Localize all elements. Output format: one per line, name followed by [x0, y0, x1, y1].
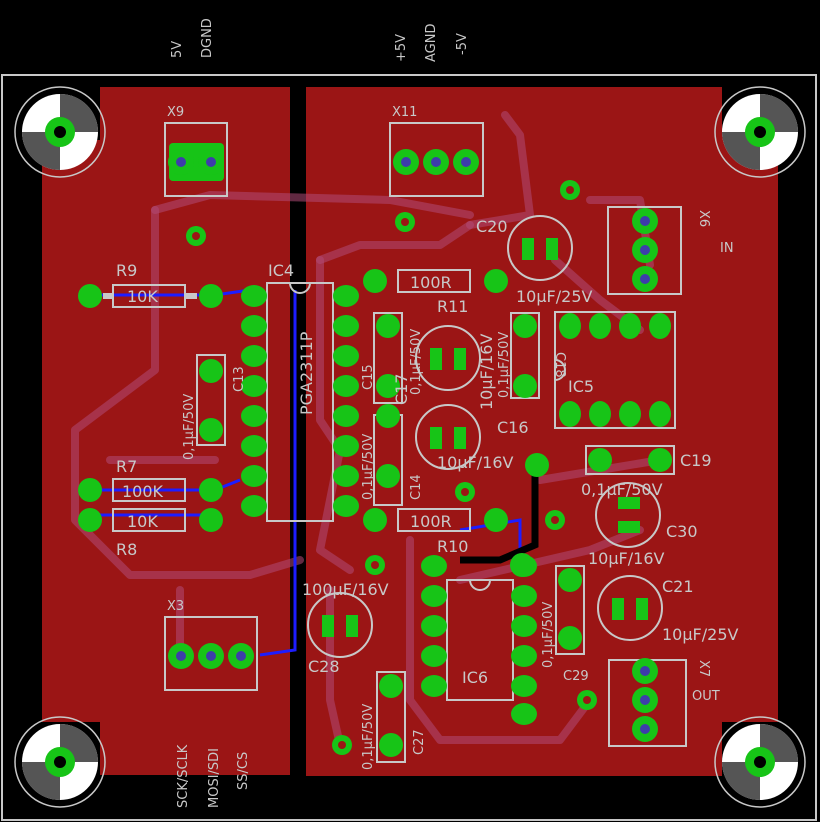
resistor-r10-label: R10: [437, 537, 468, 556]
resistor-r8-label: R8: [116, 540, 137, 559]
ic5: IC5: [554, 311, 676, 429]
cap-c20-label: C20: [476, 217, 508, 236]
connector-in-label: IN: [720, 241, 734, 256]
cap-c14-value: 0,1µF/50V: [361, 434, 376, 500]
cap-c19-label: C19: [680, 451, 712, 470]
ic4: IC4 PGA2311P: [241, 261, 359, 522]
header-label-ss: SS/CS: [236, 752, 251, 790]
header-label-dgnd: DGND: [200, 18, 215, 58]
cap-c20: C20 10µF/25V: [476, 215, 592, 306]
resistor-r7: R7 100K: [78, 457, 223, 502]
connector-x9-label: X9: [167, 105, 184, 120]
cap-c19: C19 0,1µF/50V: [581, 445, 712, 499]
cap-c21-value: 10µF/25V: [662, 625, 738, 644]
cap-c16-label: C16: [497, 418, 529, 437]
resistor-r10-value: 100R: [410, 512, 452, 531]
header-label-mosi: MOSI/SDI: [207, 748, 222, 808]
resistor-r8: R8 10K: [78, 508, 223, 559]
cap-c17-label: C17: [392, 373, 411, 405]
header-label-5v: 5V: [170, 41, 185, 58]
connector-x3-label: X3: [167, 599, 184, 614]
cap-c30-value: 10µF/16V: [588, 549, 664, 568]
resistor-r10: 100R R10: [363, 508, 508, 556]
ic6: IC6: [421, 555, 537, 725]
cap-c16-value: 10µF/16V: [437, 453, 513, 472]
mounting-hole-tl: [14, 86, 106, 178]
resistor-r11-label: R11: [437, 297, 468, 316]
cap-c15-label: C15: [361, 364, 376, 390]
jumper-trace: [460, 465, 539, 564]
cap-c21-label: C21: [662, 577, 694, 596]
cap-c21: C21 10µF/25V: [597, 575, 738, 644]
cap-c18: C18 0,1µF/50V: [497, 312, 567, 399]
resistor-r9-label: R9: [116, 261, 137, 280]
resistor-r8-value: 10K: [127, 512, 158, 531]
cap-c30: C30 10µF/16V: [588, 482, 698, 568]
resistor-r9-value: 10K: [127, 287, 158, 306]
cap-c18-label: C18: [552, 352, 567, 378]
cap-c29-label: C29: [563, 669, 589, 684]
cap-c18-value: 0,1µF/50V: [497, 332, 512, 398]
cap-c13-value: 0,1µF/50V: [182, 394, 197, 460]
vias: [186, 180, 597, 755]
connector-out-label: OUT: [692, 689, 720, 704]
resistor-r11: 100R R11: [363, 269, 508, 316]
cap-c30-label: C30: [666, 522, 698, 541]
cap-c13: C13 0,1µF/50V: [182, 354, 247, 460]
cap-c27-label: C27: [412, 729, 427, 755]
mounting-hole-tr: [714, 86, 806, 178]
copper-pour-right: [306, 87, 778, 776]
cap-c27: C27 0,1µF/50V: [361, 671, 427, 770]
cap-c28-value: 100µF/16V: [302, 580, 389, 599]
cap-c20-value: 10µF/25V: [516, 287, 592, 306]
board-outline: [1, 74, 817, 821]
cap-c17-value: 10µF/16V: [477, 334, 496, 410]
resistor-r9: R9 10K: [78, 261, 223, 308]
ic5-label: IC5: [568, 377, 594, 396]
resistor-r7-value: 100K: [122, 482, 164, 501]
header-label-plus5v: +5V: [394, 34, 409, 62]
cap-c28-label: C28: [308, 657, 340, 676]
connector-x6: X6 IN: [607, 206, 734, 295]
cap-c19-value: 0,1µF/50V: [581, 480, 663, 499]
cap-c29: C29 0,1µF/50V: [541, 565, 589, 684]
header-label-minus5v: -5V: [455, 33, 470, 55]
ic4-label: IC4: [268, 261, 294, 280]
cap-c27-value: 0,1µF/50V: [361, 704, 376, 770]
connector-x9: X9: [164, 105, 228, 197]
resistor-r11-value: 100R: [410, 273, 452, 292]
cap-c16: C16 10µF/16V: [415, 404, 529, 472]
resistor-r7-label: R7: [116, 457, 137, 476]
connector-x3: X3: [164, 599, 258, 691]
header-label-sck: SCK/SCLK: [176, 744, 191, 808]
cap-c14: C14 0,1µF/50V: [361, 404, 424, 506]
cap-c13-label: C13: [232, 366, 247, 392]
connector-x7: X7 OUT: [608, 658, 720, 747]
cap-c15: C15 0,1µF/50V: [361, 312, 424, 404]
cap-c14-label: C14: [409, 474, 424, 500]
mounting-hole-br: [714, 716, 806, 808]
header-label-agnd: AGND: [424, 24, 439, 62]
cap-c28: 100µF/16V C28: [302, 580, 389, 676]
cap-c29-value: 0,1µF/50V: [541, 602, 556, 668]
mounting-hole-bl: [14, 716, 106, 808]
connector-x11-label: X11: [392, 105, 417, 120]
connector-x7-label: X7: [696, 660, 711, 677]
cap-c17: C17 10µF/16V: [392, 325, 496, 410]
connector-x6-label: X6: [696, 210, 711, 227]
ic4-pins: [241, 285, 359, 517]
ic4-part-label: PGA2311P: [297, 331, 316, 415]
connector-x11: X11: [389, 105, 484, 197]
ic6-label: IC6: [462, 668, 488, 687]
